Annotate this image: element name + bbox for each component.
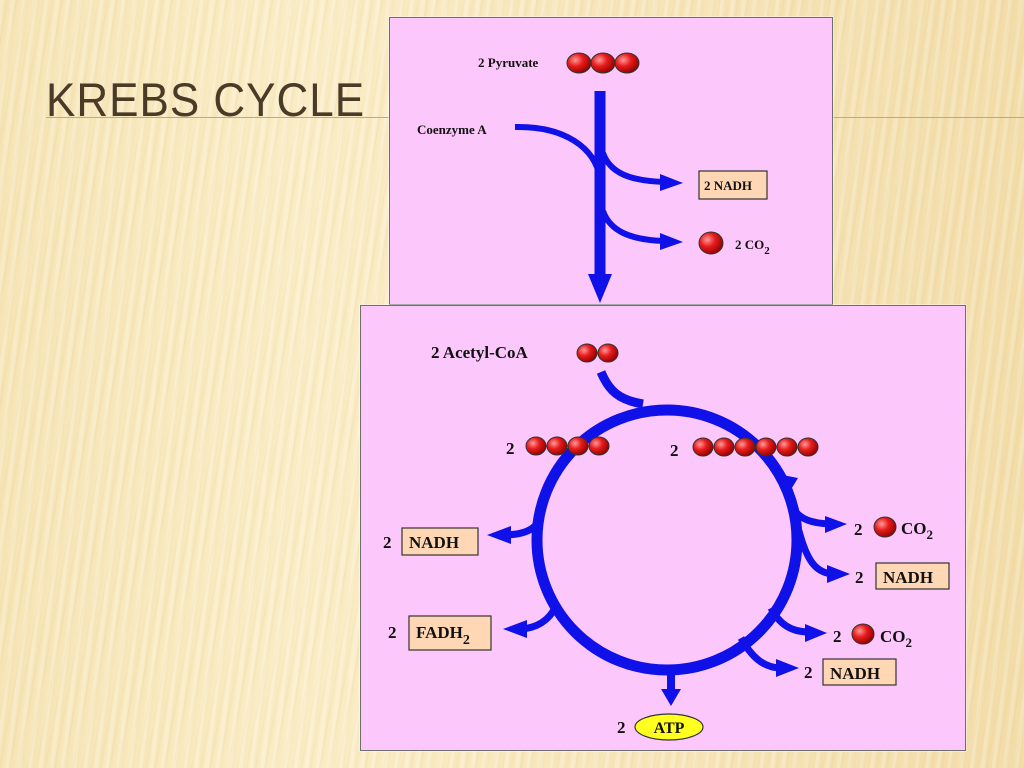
main-down-arrow bbox=[588, 91, 612, 303]
pyruvate-label: 2 Pyruvate bbox=[478, 55, 539, 70]
svg-text:ATP: ATP bbox=[654, 720, 685, 737]
pyruvate-oxidation-panel: 2 Pyruvate Coenzyme A 2 NADH 2 C bbox=[389, 17, 833, 305]
right-co2-1-coefficient: 2 bbox=[854, 520, 863, 539]
svg-text:NADH: NADH bbox=[883, 568, 933, 587]
right-nadh-1-box: NADH bbox=[875, 562, 950, 590]
right-co2-1-label: CO2 bbox=[901, 519, 933, 542]
krebs-cycle-diagram: 2 Acetyl-CoA 2 2 bbox=[383, 343, 950, 741]
left-nadh-box: NADH bbox=[401, 527, 479, 556]
fadh2-coefficient: 2 bbox=[388, 623, 397, 642]
coenzyme-a-arrow bbox=[514, 123, 603, 179]
left-nadh-arrow bbox=[487, 510, 546, 544]
right-co2-2-molecule bbox=[851, 623, 875, 645]
right-co2-2-label: CO2 bbox=[880, 627, 912, 650]
left-nadh-coefficient: 2 bbox=[383, 533, 392, 552]
four-carbon-coefficient: 2 bbox=[506, 439, 515, 458]
pyruvate-oxidation-diagram: 2 Pyruvate Coenzyme A 2 NADH 2 C bbox=[417, 52, 770, 303]
co2-branch-arrow bbox=[600, 209, 683, 250]
nadh-label: 2 NADH bbox=[704, 178, 752, 193]
nadh-branch-arrow bbox=[600, 151, 683, 191]
right-nadh-2-box: NADH bbox=[822, 658, 897, 686]
acetyl-coa-label: 2 Acetyl-CoA bbox=[431, 343, 529, 362]
nadh-box: 2 NADH bbox=[698, 170, 768, 200]
fadh2-arrow bbox=[503, 604, 560, 638]
right-co2-1-molecule bbox=[873, 516, 897, 538]
acetyl-coa-molecule bbox=[576, 343, 619, 363]
cycle-direction-arrowhead bbox=[772, 473, 798, 496]
right-nadh-1-coefficient: 2 bbox=[855, 568, 864, 587]
right-co2-1-arrow bbox=[792, 508, 847, 533]
right-nadh-2-arrow bbox=[737, 636, 799, 677]
krebs-cycle-panel: 2 Acetyl-CoA 2 2 bbox=[360, 305, 966, 751]
co2-label: 2 CO2 bbox=[735, 237, 770, 257]
svg-text:NADH: NADH bbox=[409, 533, 459, 552]
four-carbon-molecule bbox=[525, 436, 610, 456]
svg-text:FADH2: FADH2 bbox=[416, 623, 470, 648]
six-carbon-molecule bbox=[692, 437, 819, 457]
right-nadh-1-arrow bbox=[795, 530, 850, 583]
slide-title: KREBS CYCLE bbox=[46, 74, 366, 127]
right-co2-2-arrow bbox=[767, 606, 827, 642]
pyruvate-molecule bbox=[566, 52, 640, 74]
coenzyme-a-label: Coenzyme A bbox=[417, 122, 487, 137]
six-carbon-coefficient: 2 bbox=[670, 441, 679, 460]
atp-arrow bbox=[661, 670, 681, 706]
right-nadh-2-coefficient: 2 bbox=[804, 663, 813, 682]
svg-text:NADH: NADH bbox=[830, 664, 880, 683]
right-co2-2-coefficient: 2 bbox=[833, 627, 842, 646]
atp-coefficient: 2 bbox=[617, 718, 626, 737]
acetyl-coa-entry-arrow bbox=[596, 370, 644, 409]
atp-badge: ATP bbox=[634, 713, 704, 741]
co2-molecule bbox=[698, 231, 724, 255]
fadh2-box: FADH2 bbox=[408, 615, 492, 651]
